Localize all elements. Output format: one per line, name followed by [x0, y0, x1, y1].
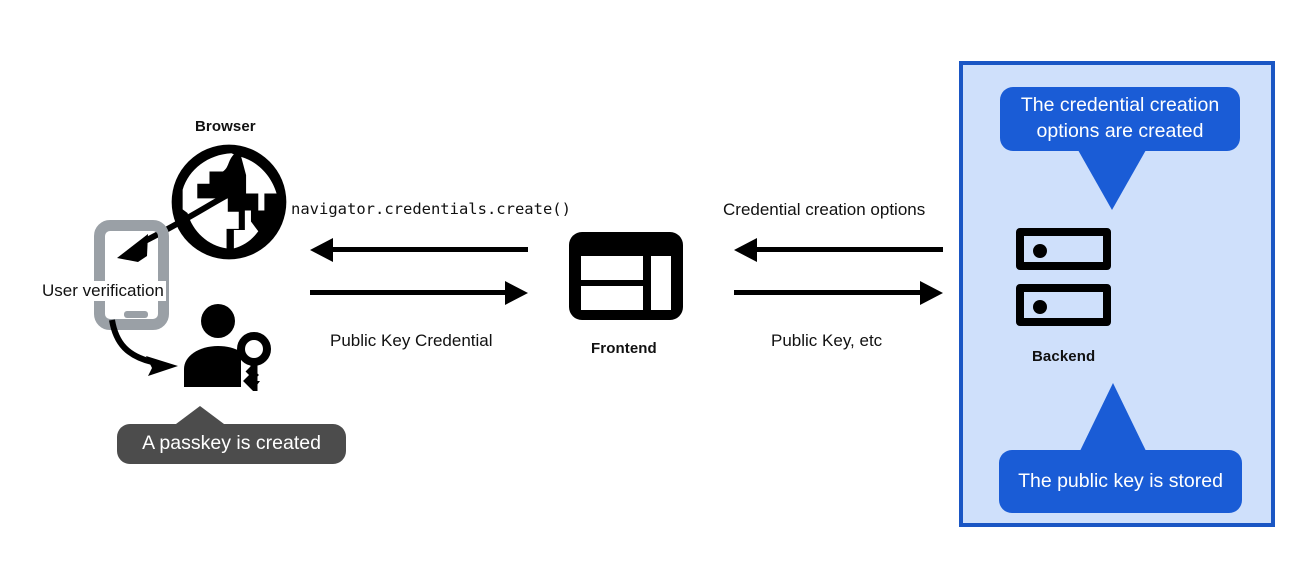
- phone-to-user-arrow: [109, 319, 178, 376]
- backend-label: Backend: [1032, 348, 1096, 365]
- backend-out-arrow-line: [734, 290, 922, 295]
- browser-label: Browser: [195, 118, 256, 135]
- phone-icon: [94, 220, 169, 330]
- passkey-callout-text: A passkey is created: [142, 432, 321, 455]
- frontend-label: Frontend: [591, 340, 657, 357]
- backend-bottom-callout-text: The public key is stored: [1018, 469, 1223, 492]
- backend-in-arrow-head: [734, 238, 757, 262]
- passkey-callout: A passkey is created: [117, 424, 346, 464]
- browser-in-arrow-head: [310, 238, 333, 262]
- public-key-etc-label: Public Key, etc: [771, 331, 883, 350]
- globe-icon: [171, 144, 287, 260]
- phone-home-indicator: [124, 311, 148, 318]
- user-verification-label: User verification: [40, 281, 166, 302]
- credential-creation-options-label: Credential creation options: [723, 200, 926, 219]
- browser-out-arrow-head: [505, 281, 528, 305]
- server-led-bottom: [1033, 300, 1047, 314]
- backend-in-arrow-line: [755, 247, 943, 252]
- frontend-icon: [569, 232, 683, 320]
- backend-bottom-callout-pointer: [1079, 383, 1147, 453]
- backend-bottom-callout: The public key is stored: [999, 450, 1242, 513]
- backend-top-callout-text: The credential creation options are crea…: [1020, 94, 1220, 142]
- server-icon-top: [1016, 228, 1111, 270]
- public-key-credential-label: Public Key Credential: [330, 331, 493, 350]
- server-led-top: [1033, 244, 1047, 258]
- backend-top-callout: The credential creation options are crea…: [1000, 87, 1240, 151]
- user-with-key-icon: [184, 304, 271, 391]
- server-icon-bottom: [1016, 284, 1111, 326]
- browser-out-arrow-line: [310, 290, 507, 295]
- browser-in-arrow-line: [331, 247, 528, 252]
- navigator-create-label: navigator.credentials.create(): [291, 200, 571, 218]
- backend-top-callout-pointer: [1078, 150, 1146, 210]
- backend-out-arrow-head: [920, 281, 943, 305]
